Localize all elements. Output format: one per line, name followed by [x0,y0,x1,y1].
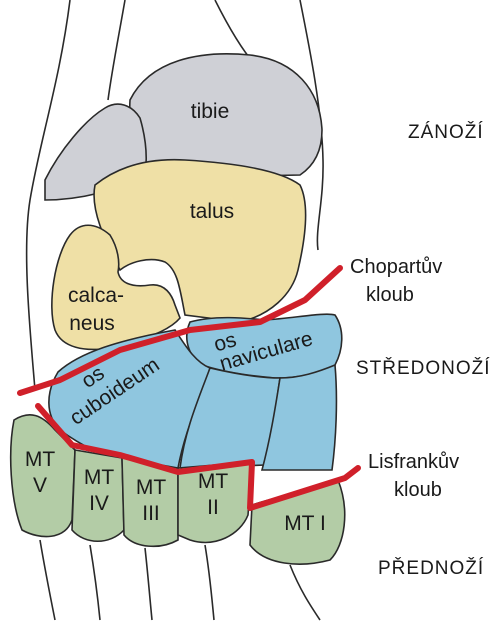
mt1-label: MT I [284,512,326,535]
mt3-label-line2: III [142,502,160,525]
talus-label: talus [190,200,234,223]
lisfranc-label-line1: Lisfrankův [368,451,459,473]
midfoot-label: STŘEDONOŽÍ [356,357,491,379]
chopart-label-line1: Chopartův [350,256,442,278]
calcaneus-label-line2: neus [69,312,115,335]
mt5-label-line1: MT [25,448,55,471]
hindfoot-label: ZÁNOŽÍ [408,121,484,143]
mt4-label-line2: IV [89,492,109,515]
mt5-label-line2: V [33,474,47,497]
mt4-label-line1: MT [84,466,114,489]
calcaneus-label-line1: calca- [68,284,124,307]
chopart-label-line2: kloub [366,284,414,306]
lisfranc-label-line2: kloub [394,479,442,501]
forefoot-label: PŘEDNOŽÍ [378,557,484,579]
mt2-label-line2: II [207,496,219,519]
tibia-label: tibie [191,100,230,123]
mt3-label-line1: MT [136,476,166,499]
mt2-label-line1: MT [198,470,228,493]
